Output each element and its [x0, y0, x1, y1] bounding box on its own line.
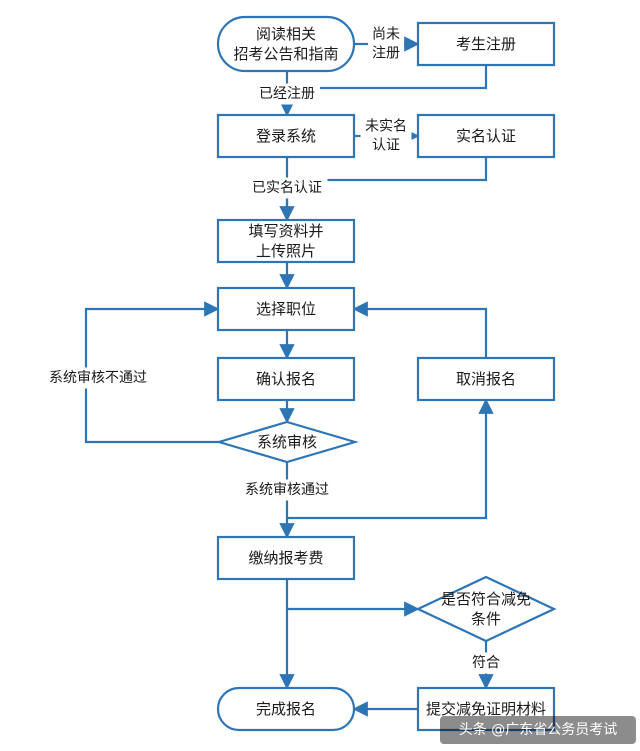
- edge-label-not-verified-text-line-0: 未实名: [365, 119, 407, 135]
- edge-pay-branch-to-cancel: [287, 398, 494, 520]
- node-pay-label-line-0: 缴纳报考费: [248, 549, 323, 567]
- edge-label-bg: [246, 177, 328, 199]
- node-select-position: 选择职位: [216, 286, 356, 332]
- node-shape: [216, 686, 356, 732]
- node-shape: [416, 113, 556, 159]
- edge-label-not-verified-text-line-1: 认证: [372, 138, 400, 154]
- watermark-text: 头条 @广东省公务员考试: [459, 721, 617, 738]
- node-select-position-label-line-0: 选择职位: [256, 300, 316, 318]
- watermark-bg: [440, 716, 636, 744]
- edge-label-review-passed-text-line-0: 系统审核通过: [245, 482, 329, 498]
- node-cancel-label-line-0: 取消报名: [456, 370, 516, 388]
- node-shape: [216, 15, 356, 73]
- edge-label-bg: [42, 367, 154, 389]
- node-realname-label-line-0: 实名认证: [456, 127, 516, 145]
- node-confirm-label-line-0: 确认报名: [256, 370, 316, 388]
- edge-label-not-registered-text-line-1: 注册: [372, 46, 400, 62]
- node-complete: 完成报名: [216, 686, 356, 732]
- edge-label-bg: [239, 479, 335, 501]
- edge-label-review-failed: 系统审核不通过: [42, 367, 154, 389]
- node-register-label-line-0: 考生注册: [456, 35, 516, 53]
- node-read-notice-label-line-0: 阅读相关: [256, 25, 316, 43]
- edge-label-bg: [254, 83, 320, 105]
- node-shape: [416, 21, 556, 67]
- edge-label-review-passed: 系统审核通过: [239, 479, 335, 501]
- node-shape: [216, 113, 356, 159]
- node-shape: [216, 535, 356, 581]
- node-pay: 缴纳报考费: [216, 535, 356, 581]
- node-realname: 实名认证: [416, 113, 556, 159]
- edge-label-bg: [368, 24, 404, 64]
- node-shape: [216, 356, 356, 402]
- node-check-reduction-label-line-0: 是否符合减免: [441, 590, 531, 608]
- edge-label-eligible: 符合: [468, 652, 504, 674]
- edge-label-registered-text-line-0: 已经注册: [259, 86, 315, 102]
- node-shape: [216, 218, 356, 264]
- node-cancel: 取消报名: [416, 356, 556, 402]
- node-check-reduction-label-line-1: 条件: [471, 610, 501, 628]
- node-fill-info-label-line-1: 上传照片: [256, 242, 316, 260]
- node-review-label-line-0: 系统审核: [257, 433, 317, 451]
- node-shape: [416, 356, 556, 402]
- watermark: 头条 @广东省公务员考试: [440, 716, 636, 744]
- node-shape: [215, 420, 359, 464]
- connectors: [84, 36, 494, 717]
- node-shape: [416, 686, 556, 732]
- edge-label-verified-text-line-0: 已实名认证: [252, 180, 322, 196]
- node-complete-label-line-0: 完成报名: [256, 700, 316, 718]
- edge-label-eligible-text-line-0: 符合: [472, 655, 500, 671]
- node-shape: [415, 575, 557, 643]
- node-review: 系统审核: [215, 420, 359, 464]
- edge-label-review-failed-text-line-0: 系统审核不通过: [49, 370, 147, 386]
- node-confirm: 确认报名: [216, 356, 356, 402]
- edge-cancel-to-select: [352, 301, 488, 358]
- node-register: 考生注册: [416, 21, 556, 67]
- node-login: 登录系统: [216, 113, 356, 159]
- node-submit-proof: 提交减免证明材料: [416, 686, 556, 732]
- edge-label-bg: [360, 116, 412, 156]
- node-shape: [216, 286, 356, 332]
- node-read-notice-label-line-1: 招考公告和指南: [233, 45, 338, 63]
- node-submit-proof-label-line-0: 提交减免证明材料: [426, 700, 546, 718]
- edge-label-verified: 已实名认证: [246, 177, 328, 199]
- node-fill-info-label-line-0: 填写资料并: [248, 222, 323, 240]
- edge-label-not-registered-text-line-0: 尚未: [372, 27, 400, 43]
- edge-label-bg: [468, 652, 504, 674]
- node-login-label-line-0: 登录系统: [256, 127, 316, 145]
- edge-label-registered: 已经注册: [254, 83, 320, 105]
